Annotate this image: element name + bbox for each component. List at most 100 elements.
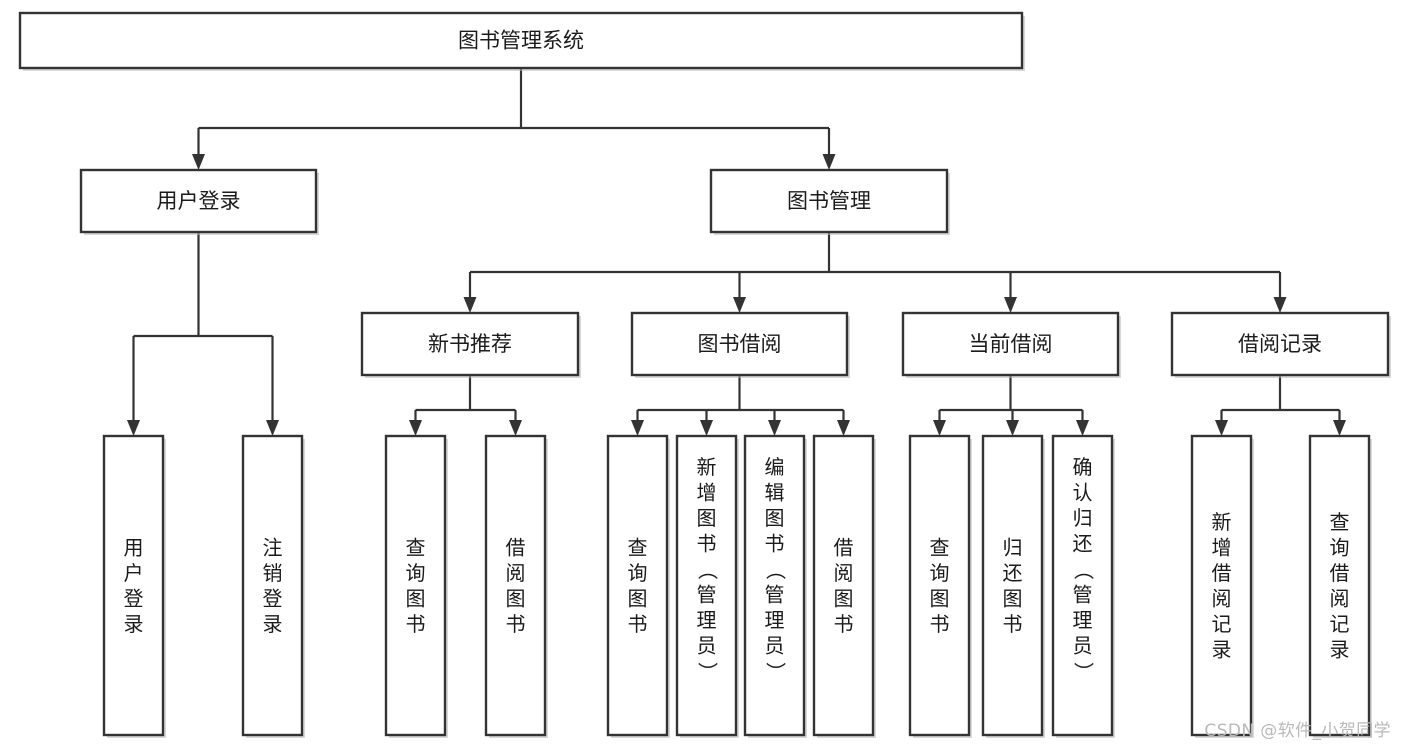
- node-label-char: 户: [124, 561, 144, 585]
- node-user-login[interactable]: 用户登录: [79, 168, 319, 235]
- node-label-char: 用: [124, 535, 144, 559]
- edge-group-current-borrow: [933, 375, 1089, 436]
- node-label-char: 图: [930, 586, 950, 610]
- node-label-char: 图: [1003, 586, 1023, 610]
- node-label-char: 员: [765, 633, 785, 657]
- node-label-char: 书: [834, 612, 854, 636]
- node-label-char: 查: [1330, 510, 1350, 534]
- node-label-char: 图: [506, 586, 526, 610]
- node-label-char: 图: [406, 586, 426, 610]
- node-label-char: 增: [697, 480, 717, 504]
- nodes-layer: 图书管理系统用户登录用户登录注销登录图书管理新书推荐查询图书借阅图书图书借阅查询…: [18, 11, 1391, 738]
- node-label-char: 借: [834, 535, 854, 559]
- arrow-head-icon: [266, 420, 279, 436]
- node-label-char: 理: [1073, 608, 1093, 632]
- node-label-char: 书: [697, 531, 717, 555]
- node-label-char: 书: [765, 531, 785, 555]
- node-label-char: 阅: [1212, 586, 1232, 610]
- node-label-char: 书: [506, 612, 526, 636]
- node-label: 图书借阅: [698, 332, 782, 356]
- node-label: 图书管理系统: [458, 29, 584, 53]
- node-label-char: 还: [1003, 561, 1023, 585]
- node-label-char: 记: [1212, 612, 1232, 636]
- arrow-head-icon: [509, 420, 522, 436]
- node-label-char: 查: [628, 535, 648, 559]
- edge-group-new-book-recommend: [409, 375, 522, 436]
- node-new-book-recommend[interactable]: 新书推荐: [360, 311, 581, 378]
- node-label-char: （: [1072, 560, 1096, 580]
- edge-group-root: [192, 68, 836, 170]
- node-borrow-record[interactable]: 借阅记录: [1170, 311, 1391, 378]
- node-label-char: 录: [1212, 637, 1232, 661]
- node-label-char: 归: [1003, 535, 1023, 559]
- node-label-char: 登: [263, 586, 283, 610]
- node-label-char: （: [764, 560, 788, 580]
- arrow-head-icon: [127, 420, 140, 436]
- node-label-char: 询: [628, 561, 648, 585]
- node-label: 图书管理: [787, 189, 871, 213]
- node-label: 借阅记录: [1238, 332, 1322, 356]
- node-label-char: 增: [1212, 535, 1232, 559]
- node-label-char: 书: [1003, 612, 1023, 636]
- node-label-char: 理: [697, 608, 717, 632]
- node-root[interactable]: 图书管理系统: [18, 11, 1025, 71]
- node-label: 当前借阅: [969, 332, 1053, 356]
- node-label-char: 注: [263, 535, 283, 559]
- node-label-char: 新: [1212, 510, 1232, 534]
- node-label-char: 阅: [834, 561, 854, 585]
- arrow-head-icon: [733, 297, 746, 313]
- node-current-borrow[interactable]: 当前借阅: [901, 311, 1121, 378]
- node-label-char: 询: [406, 561, 426, 585]
- connectors-layer: [127, 68, 1346, 436]
- node-label-char: 借: [1330, 561, 1350, 585]
- node-label-char: ）: [1072, 662, 1096, 682]
- arrow-head-icon: [1273, 297, 1287, 313]
- arrow-head-icon: [1333, 420, 1346, 436]
- node-label-char: 理: [765, 608, 785, 632]
- node-label-char: ）: [764, 662, 788, 682]
- node-label-char: 询: [1330, 535, 1350, 559]
- watermark-text: CSDN @软件_小贺同学: [1204, 721, 1391, 741]
- node-label-char: 录: [124, 612, 144, 636]
- node-label-char: 辑: [765, 480, 785, 504]
- node-book-borrow[interactable]: 图书借阅: [630, 311, 850, 378]
- node-user-login-do[interactable]: 用户登录: [102, 434, 166, 738]
- arrow-head-icon: [700, 420, 713, 436]
- arrow-head-icon: [192, 154, 205, 170]
- node-label-char: 认: [1073, 480, 1093, 504]
- node-label-char: 员: [1073, 633, 1093, 657]
- node-book-manage[interactable]: 图书管理: [709, 168, 950, 235]
- arrow-head-icon: [1076, 420, 1089, 436]
- node-label-char: 管: [697, 582, 717, 606]
- node-label-char: 图: [628, 586, 648, 610]
- node-label: 用户登录: [157, 189, 241, 213]
- edge-group-user-login: [127, 232, 279, 436]
- node-label-char: 销: [263, 561, 283, 585]
- node-label-char: 图: [765, 506, 785, 530]
- node-label-char: 还: [1073, 531, 1093, 555]
- arrow-head-icon: [837, 420, 850, 436]
- node-label-char: 图: [834, 586, 854, 610]
- node-label-char: 查: [406, 535, 426, 559]
- node-label: 新书推荐: [428, 332, 512, 356]
- edge-group-borrow-record: [1215, 375, 1346, 436]
- arrow-head-icon: [1006, 420, 1019, 436]
- node-label-char: 书: [628, 612, 648, 636]
- node-label-char: 查: [930, 535, 950, 559]
- node-label-char: ）: [696, 662, 720, 682]
- node-label-char: 阅: [1330, 586, 1350, 610]
- node-label-char: 员: [697, 633, 717, 657]
